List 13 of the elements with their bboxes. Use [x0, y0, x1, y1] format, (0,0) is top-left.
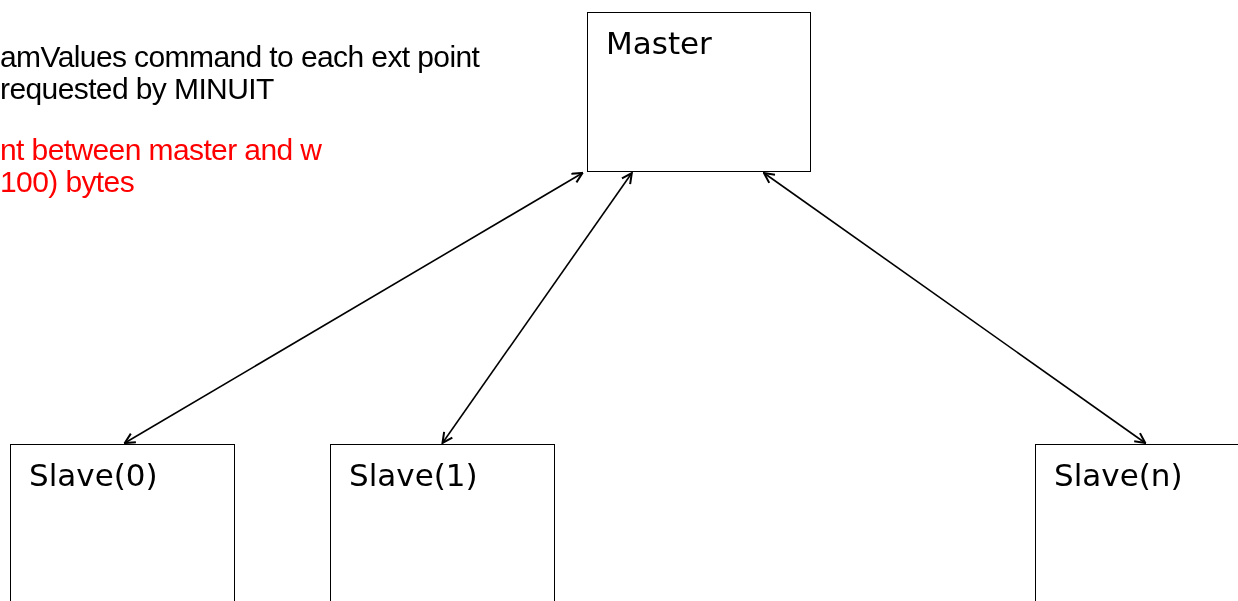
note-text: amValues command to each ext point requested by MINUIT — [0, 41, 481, 105]
double-arrow — [441, 172, 633, 444]
process-box — [587, 12, 811, 172]
box-label: Slave(1) — [349, 457, 478, 493]
box-label: Slave(n) — [1054, 457, 1183, 493]
double-arrow — [123, 172, 584, 444]
note-text: nt between master and w 100) bytes — [0, 134, 323, 198]
box-label: Master — [606, 25, 712, 61]
process-box — [1035, 444, 1238, 601]
process-box — [10, 444, 235, 601]
process-box — [330, 444, 555, 601]
double-arrow — [762, 172, 1147, 444]
box-label: Slave(0) — [29, 457, 158, 493]
